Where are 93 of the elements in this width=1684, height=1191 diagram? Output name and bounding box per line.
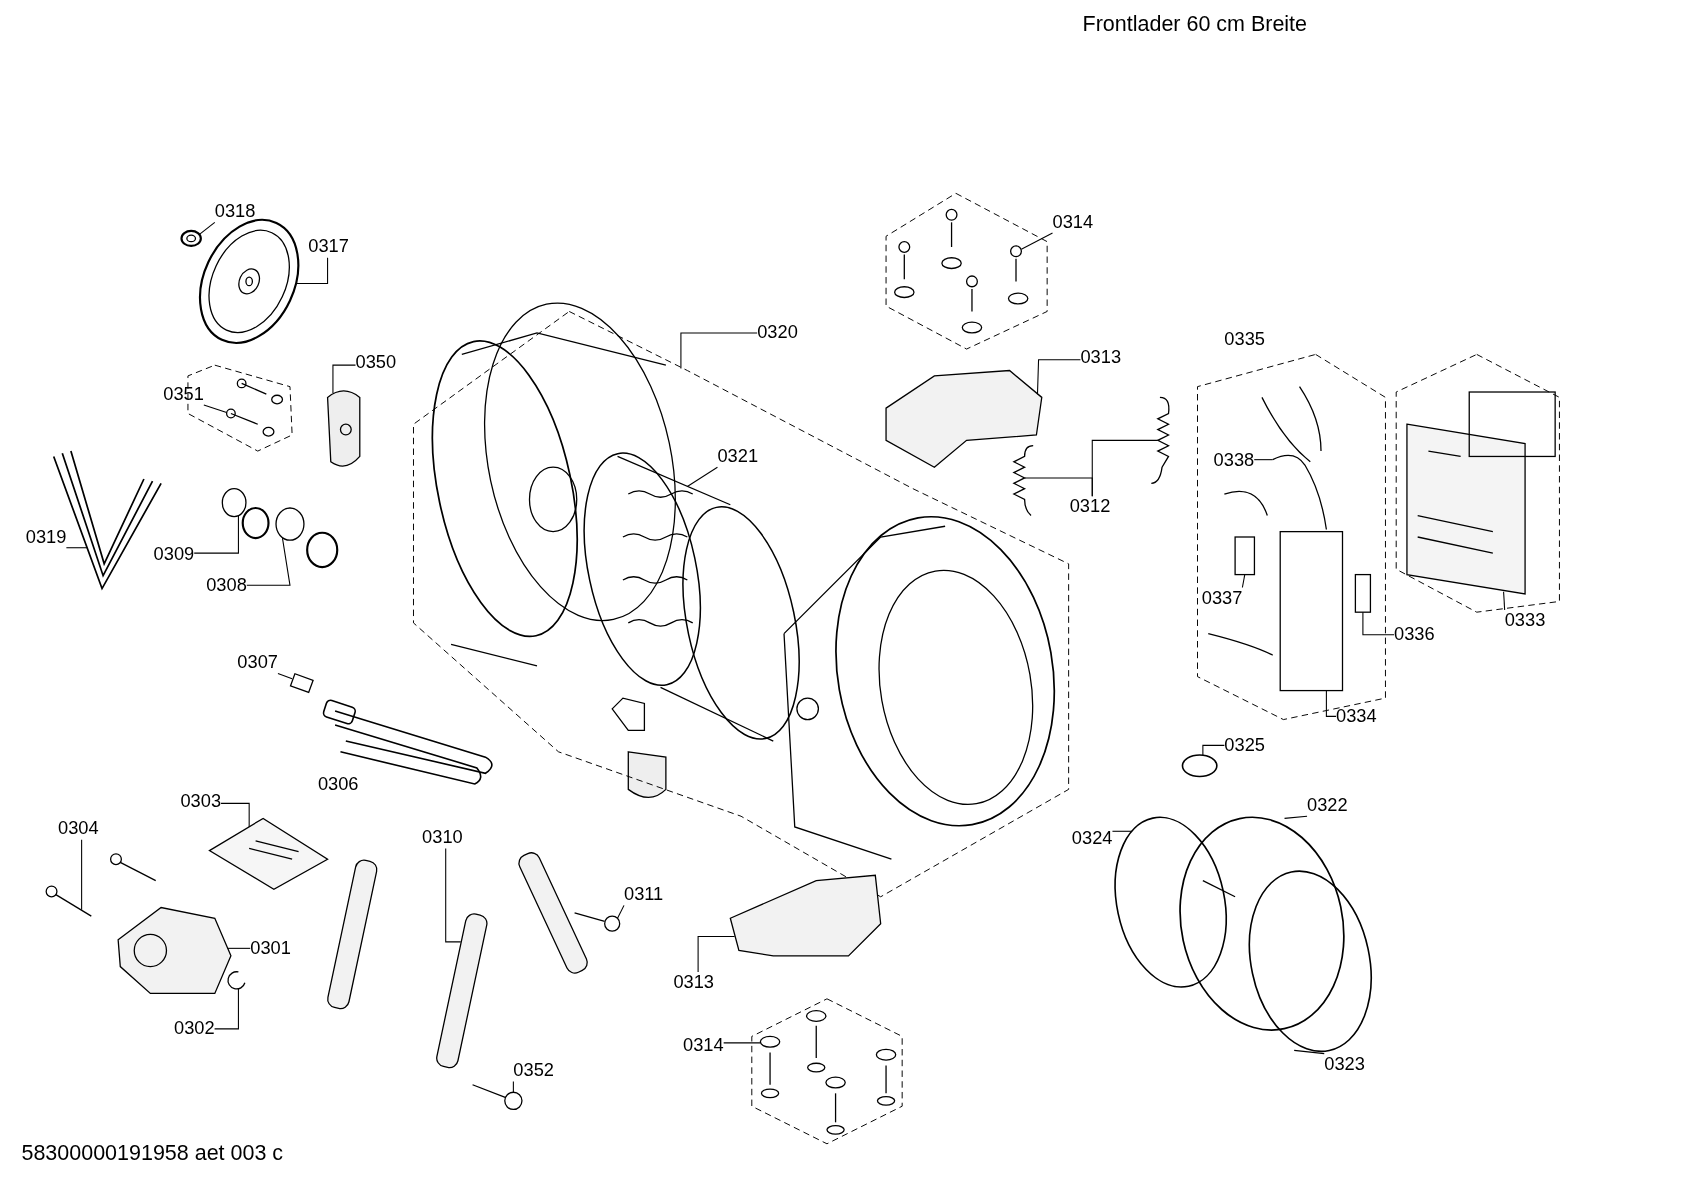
callout-number: 0301 (250, 937, 291, 960)
bolt-drawing (573, 912, 621, 932)
callout-number: 0310 (422, 827, 463, 849)
callout-number: 0307 (237, 651, 278, 674)
leader-line (723, 1042, 761, 1044)
leader-line (332, 364, 357, 394)
leader-line (214, 987, 239, 1030)
callout-number: 0309 (153, 543, 195, 565)
leader-line (445, 847, 462, 943)
leader-line (81, 839, 83, 911)
callout-number: 0323 (1324, 1053, 1365, 1076)
callout-number: 0314 (1052, 211, 1094, 234)
callout-number: 0314 (683, 1035, 724, 1057)
leader-line (1036, 359, 1081, 395)
bolt-drawing (471, 1084, 523, 1111)
nut-drawing (180, 229, 202, 248)
motor-drawing (117, 906, 232, 995)
ring-drawing (1114, 816, 1227, 988)
group-outline (413, 310, 1070, 898)
leader-line (1283, 815, 1308, 819)
cover-drawing (885, 369, 1043, 468)
leader-line (246, 537, 291, 586)
leader-line (686, 466, 718, 488)
screws-drawing (225, 378, 284, 437)
leader-line (193, 515, 239, 554)
screw-set-drawing (894, 208, 1029, 334)
leader-line (1325, 690, 1337, 717)
leader-line (1241, 574, 1246, 588)
leader-line (697, 936, 736, 973)
switch-drawing (1354, 573, 1372, 613)
callout-number: 0318 (214, 200, 256, 223)
callout-number: 0338 (1213, 450, 1255, 472)
callout-number: 0321 (717, 445, 759, 468)
leader-line (512, 1081, 514, 1093)
ring-drawing (1248, 870, 1372, 1053)
leader-line (680, 332, 758, 369)
sheet-drawing (208, 817, 329, 890)
callout-number: 0312 (1069, 496, 1111, 518)
callout-number: 0313 (1080, 346, 1122, 369)
callout-number: 0308 (206, 574, 247, 597)
leader-line (1091, 439, 1159, 497)
hose-clamp-drawing (1181, 754, 1218, 778)
callout-number: 0303 (180, 790, 222, 812)
spring-drawing (1013, 445, 1034, 517)
callout-number: 0317 (308, 236, 349, 258)
callout-number: 0337 (1201, 587, 1243, 609)
leader-line (1111, 830, 1133, 832)
leader-line (1362, 611, 1395, 636)
clip-drawing (227, 971, 246, 990)
leader-line (199, 221, 216, 235)
callout-number: 0320 (757, 322, 798, 344)
screws-drawing (45, 853, 157, 917)
pulley-drawing (199, 218, 300, 344)
callout-number: 0322 (1307, 794, 1348, 817)
spring-drawing (1150, 396, 1170, 484)
clip-rings-drawing (275, 507, 339, 569)
callout-number: 0350 (355, 352, 397, 374)
document-code: 58300000191958 aet 003 c (21, 1139, 284, 1166)
leader-line (295, 257, 329, 285)
cover-drawing (729, 874, 882, 957)
leader-line (1293, 1049, 1325, 1055)
counterweight-drawing (326, 390, 361, 467)
leader-line (617, 904, 625, 919)
screw-set-drawing (759, 1010, 897, 1135)
callout-number: 0306 (317, 774, 359, 796)
callout-number: 0351 (163, 383, 204, 405)
callout-number: 0325 (1224, 734, 1265, 757)
leader-line (65, 547, 88, 549)
sensor-drawing (289, 672, 314, 694)
callout-number: 0313 (673, 971, 715, 994)
door-seal-drawing (1179, 816, 1345, 1031)
callout-number: 0334 (1336, 705, 1377, 728)
leader-line (277, 672, 293, 680)
callout-number: 0336 (1394, 624, 1435, 646)
module-holder-drawing (1279, 531, 1344, 692)
page-subtitle: Frontlader 60 cm Breite (1082, 10, 1308, 37)
clip-rings-drawing (221, 488, 270, 540)
leader-line (1253, 459, 1274, 461)
leader-line (220, 802, 250, 828)
callout-number: 0311 (624, 883, 664, 906)
callout-number: 0319 (25, 527, 67, 549)
callout-number: 0333 (1504, 610, 1546, 632)
callout-number: 0352 (513, 1060, 554, 1082)
callout-number: 0324 (1071, 828, 1113, 850)
leader-line (1202, 744, 1225, 756)
leader-line (203, 404, 228, 413)
callout-number: 0335 (1224, 328, 1265, 351)
callout-number: 0302 (174, 1018, 215, 1040)
control-module-drawing (1406, 391, 1556, 595)
leader-line (1020, 232, 1054, 250)
callout-number: 0304 (58, 818, 99, 840)
leader-line (227, 947, 251, 949)
leader-line (1503, 591, 1506, 611)
